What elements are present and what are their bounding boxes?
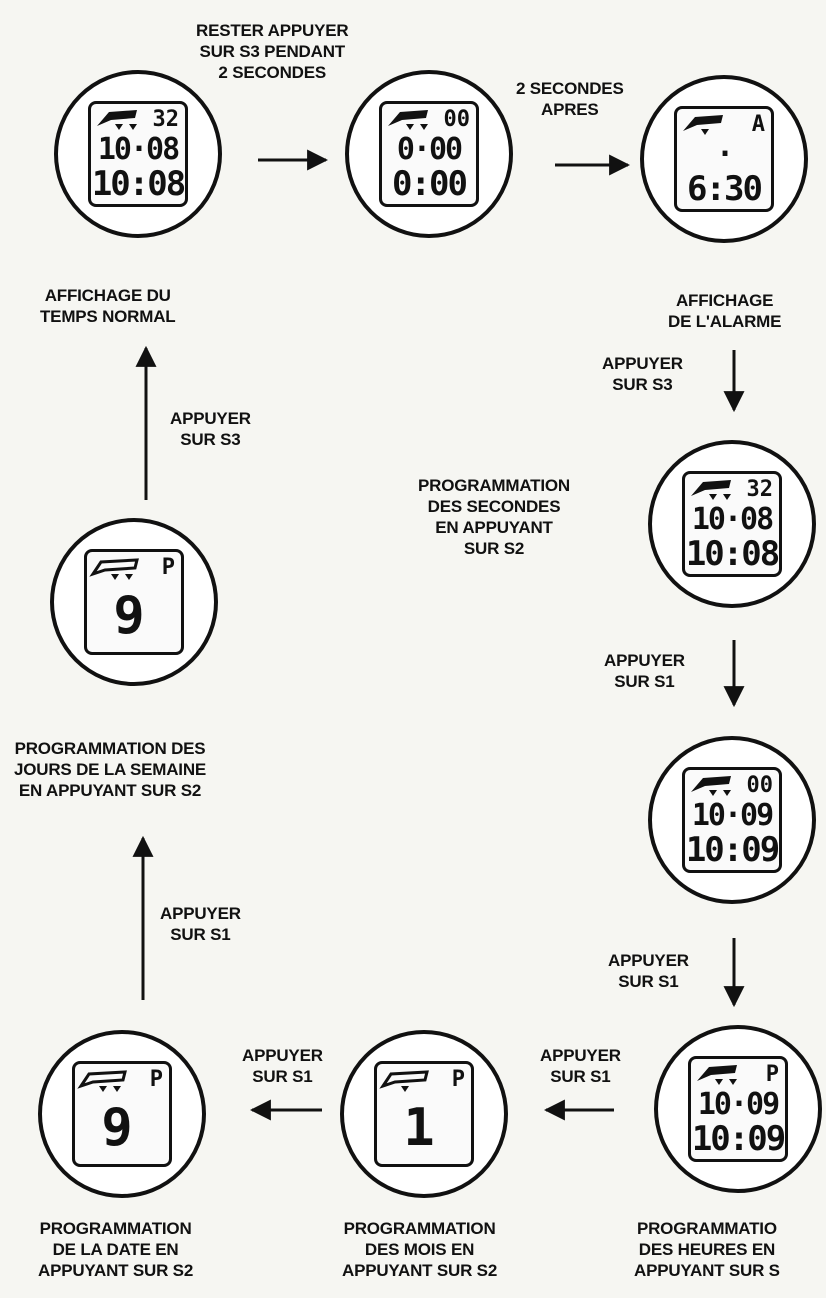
lcd-row2: 10:08	[685, 534, 779, 574]
lcd-row1: 10·08	[691, 502, 774, 537]
segment-indicator-icon	[77, 1070, 127, 1092]
segment-indicator-icon	[379, 1070, 429, 1092]
lcd-display: P 1 8	[374, 1061, 474, 1167]
watch-weekday: P 9 5	[50, 518, 218, 686]
lcd-top-digits: P	[149, 1067, 163, 1092]
lcd-row2: 6:30	[687, 169, 763, 209]
lcd-top-digits: P	[451, 1067, 465, 1092]
lcd-digit-pair: 9 8	[101, 1098, 143, 1164]
lcd-row2: 10:09	[685, 830, 779, 870]
lcd-top-digits: A	[751, 112, 765, 137]
lcd-top-digits: 32	[152, 107, 180, 132]
lcd-row2: 10:08	[91, 164, 185, 204]
lcd-row1: ·	[715, 137, 734, 172]
watch-seconds: 32 10·08 10:08	[648, 440, 816, 608]
lcd-display: 00 0·00 0:00	[379, 101, 479, 207]
lcd-display: P 9 5	[84, 549, 184, 655]
watch-month: P 1 8	[340, 1030, 508, 1198]
lcd-display: P 10·09 10:09	[688, 1056, 788, 1162]
segment-indicator-icon	[683, 115, 723, 135]
segment-indicator-icon	[697, 1065, 737, 1085]
lcd-row2: 0:00	[392, 164, 468, 204]
lcd-row1: 10·09	[697, 1087, 780, 1122]
lcd-row1: 10·08	[97, 132, 180, 167]
watch-alarm: A · 6:30	[640, 75, 808, 243]
lcd-display: A · 6:30	[674, 106, 774, 212]
segment-indicator-icon	[691, 776, 731, 796]
lcd-display: 00 10·09 10:09	[682, 767, 782, 873]
lcd-top-digits: 00	[746, 773, 774, 798]
watch-date: P 9 8	[38, 1030, 206, 1198]
lcd-top-digits: P	[765, 1062, 779, 1087]
watch-alarm-setup: 00 0·00 0:00	[345, 70, 513, 238]
segment-indicator-icon	[89, 558, 139, 580]
lcd-row2: 10:09	[691, 1119, 785, 1159]
watch-minutes: 00 10·09 10:09	[648, 736, 816, 904]
lcd-row1: 0·00	[396, 132, 463, 167]
lcd-top-digits: 32	[746, 477, 774, 502]
segment-indicator-icon	[388, 110, 428, 130]
lcd-display: P 9 8	[72, 1061, 172, 1167]
segment-indicator-icon	[97, 110, 137, 130]
lcd-digit-pair: 1 8	[403, 1098, 445, 1164]
lcd-display: 32 10·08 10:08	[88, 101, 188, 207]
lcd-top-digits: 00	[443, 107, 471, 132]
segment-indicator-icon	[691, 480, 731, 500]
watch-hours: P 10·09 10:09	[654, 1025, 822, 1193]
watch-normal: 32 10·08 10:08	[54, 70, 222, 238]
lcd-display: 32 10·08 10:08	[682, 471, 782, 577]
lcd-digit-pair: 9 5	[113, 586, 155, 652]
lcd-top-digits: P	[161, 555, 175, 580]
lcd-row1: 10·09	[691, 798, 774, 833]
